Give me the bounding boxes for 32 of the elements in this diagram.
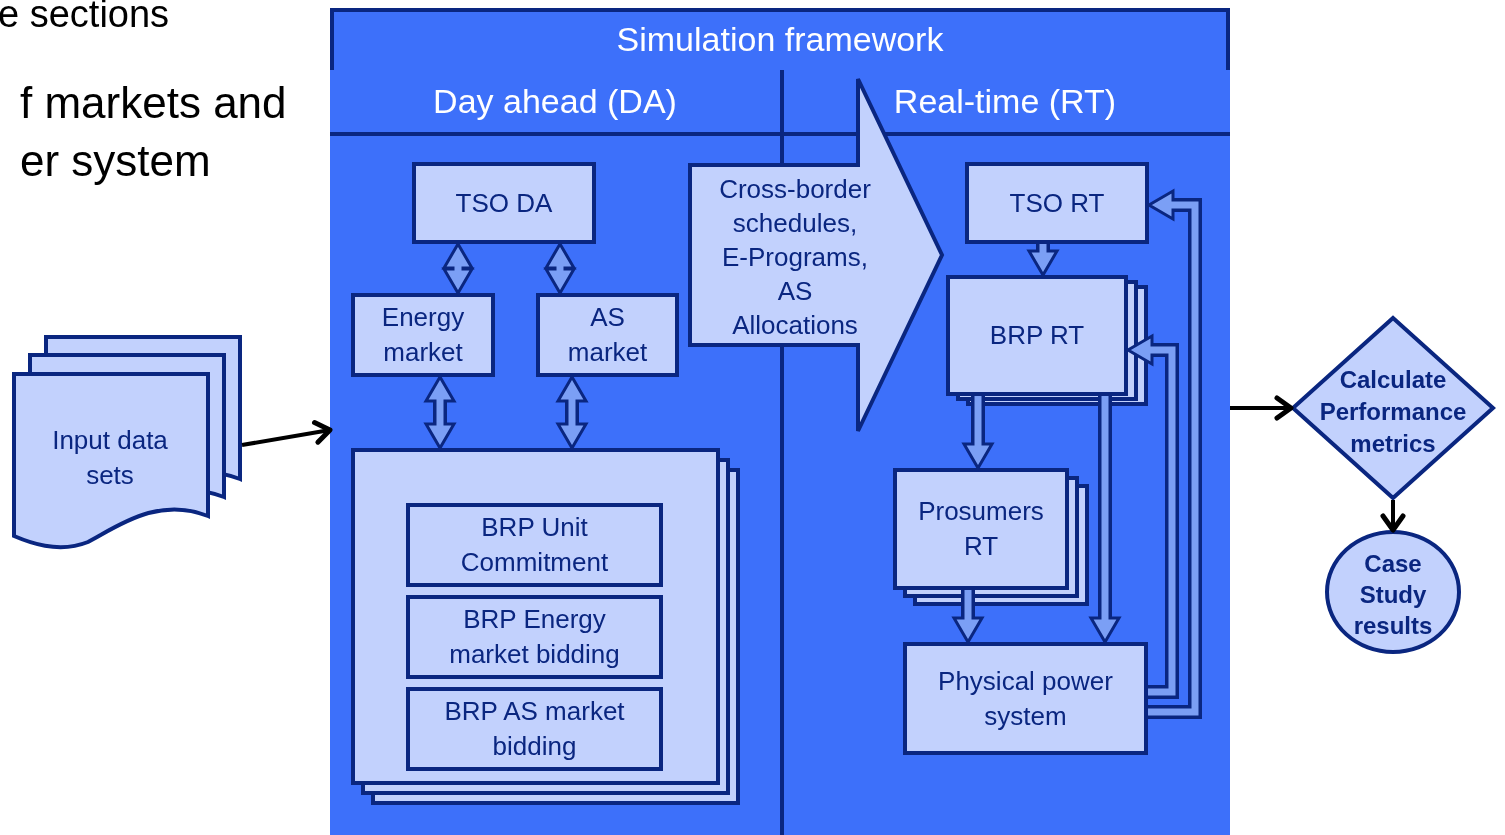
box-label: BRP Energy market bidding xyxy=(448,603,621,671)
box-label: AS market xyxy=(566,301,649,369)
process-box xyxy=(406,503,663,587)
framework-panel xyxy=(330,8,1230,835)
box-label: BRP RT xyxy=(989,319,1085,352)
box-label: BRP Unit Commitment xyxy=(459,511,610,579)
process-box xyxy=(946,275,1128,396)
circle-label: Case Study results xyxy=(1352,549,1434,641)
box-label: BRP AS market bidding xyxy=(443,695,626,763)
slide-text: f markets and er system xyxy=(20,77,288,187)
decision-diamond xyxy=(1291,316,1495,500)
process-box xyxy=(893,468,1069,590)
process-box xyxy=(965,162,1149,244)
document-label: Input data sets xyxy=(51,424,169,492)
box-label: Energy market xyxy=(380,301,466,369)
section-heading: Day ahead (DA) xyxy=(432,80,678,122)
section-heading: Simulation framework xyxy=(615,18,945,60)
process-box xyxy=(536,293,679,377)
box-label: Prosumers RT xyxy=(917,495,1045,563)
slide-text: e sections xyxy=(0,0,171,36)
section-heading: Real-time (RT) xyxy=(892,80,1118,122)
box-label: TSO DA xyxy=(455,186,553,220)
box-label: TSO RT xyxy=(1009,186,1105,220)
process-box xyxy=(351,448,720,785)
process-box xyxy=(351,293,495,377)
process-box xyxy=(406,687,663,771)
process-box xyxy=(406,595,663,679)
arrow-text: Cross-border schedules, E-Programs, AS Allocations xyxy=(718,173,872,342)
diamond-label: Calculate Performance metrics xyxy=(1318,365,1468,459)
box-label: Physical power system xyxy=(937,664,1114,733)
process-box xyxy=(412,162,596,244)
process-box xyxy=(903,642,1148,755)
